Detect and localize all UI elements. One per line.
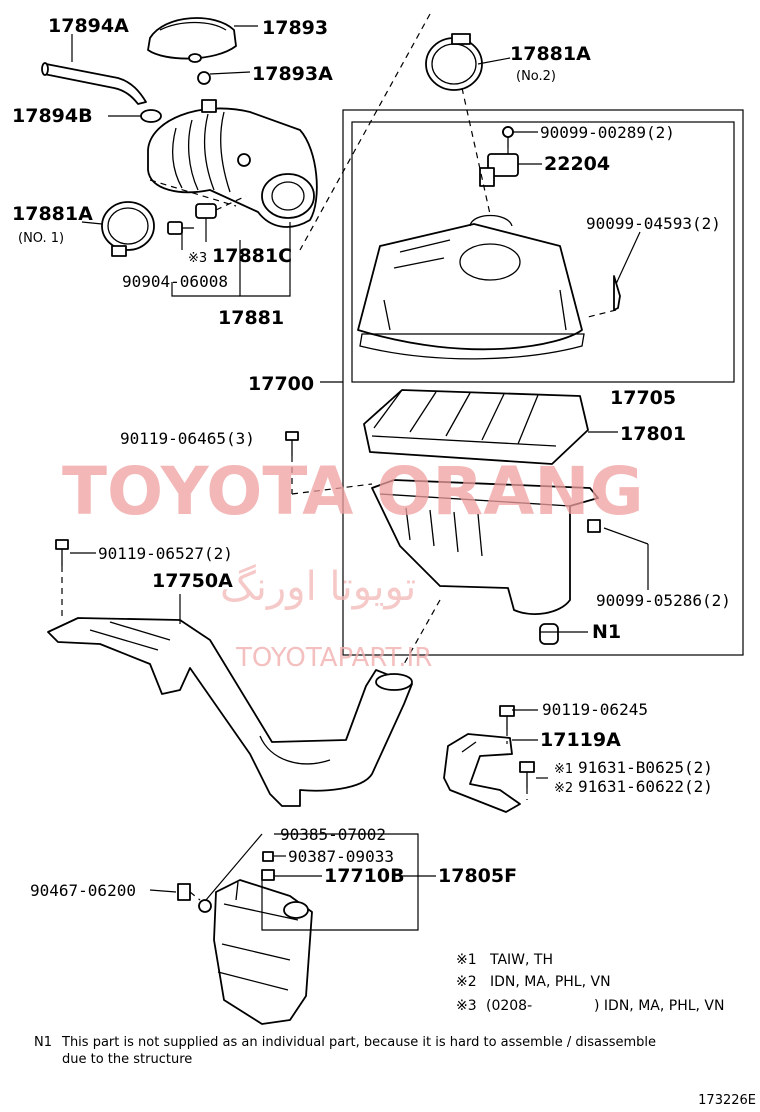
clamp-no1-drawing (101, 201, 155, 257)
clamp-no2-drawing (425, 33, 483, 91)
footnote-line-1: This part is not supplied as an individu… (61, 1035, 656, 1050)
inlet-duct-drawing (47, 617, 413, 807)
watermark-persian: تویوتا اورنگ (220, 564, 416, 610)
bolt-91631-drawing (519, 761, 535, 788)
legend-3-text-a: (0208- (486, 998, 532, 1014)
bolt-90467-drawing (177, 883, 191, 901)
dashed-assembly-lines (61, 13, 617, 901)
label-90904-06008: 90904-06008 (122, 272, 228, 291)
label-N1: N1 (592, 621, 621, 643)
label-17881A-no1-sub: (NO. 1) (18, 231, 64, 246)
grommet-drawing (197, 71, 211, 85)
label-91631-B0625: 91631-B0625(2) (578, 758, 713, 777)
label-17750A: 17750A (152, 570, 233, 592)
mark-3-17881C: ※3 (188, 251, 207, 266)
label-90387-09033: 90387-09033 (288, 847, 394, 866)
label-91631-60622: 91631-60622(2) (578, 777, 713, 796)
legend-1-text: TAIW, TH (489, 952, 553, 968)
footnote-line-2: due to the structure (62, 1052, 192, 1067)
label-90119-06527: 90119-06527(2) (98, 544, 233, 563)
label-90385-07002: 90385-07002 (280, 825, 386, 844)
bolt-90119-06245-drawing (499, 705, 515, 730)
label-17881A-no1: 17881A (12, 203, 93, 225)
label-90467-06200: 90467-06200 (30, 881, 136, 900)
bolt-90119-06527-drawing (55, 539, 69, 566)
watermark-main: TOYOTA ORANG (62, 453, 644, 530)
label-90099-00289: 90099-00289(2) (540, 123, 675, 142)
bracket-drawing (443, 733, 521, 813)
label-90119-06245: 90119-06245 (542, 700, 648, 719)
leader-lines (70, 25, 649, 931)
label-17710B: 17710B (324, 865, 405, 887)
clip-drawing (140, 109, 162, 123)
legend-1-mark: ※1 (456, 952, 477, 968)
bolt-90099-00289-drawing (502, 126, 514, 148)
n1-grommet-drawing (539, 623, 559, 645)
upper-case-drawing (357, 214, 621, 360)
lower-case-drawing (371, 479, 601, 615)
figure-id: 173226E (698, 1093, 756, 1108)
hose-drawing (41, 62, 147, 105)
label-90099-05286: 90099-05286(2) (596, 591, 731, 610)
resonator-cap-drawing (147, 17, 237, 63)
label-17893: 17893 (262, 17, 328, 39)
label-17700: 17700 (248, 373, 314, 395)
upper-case-sub-box (351, 121, 735, 383)
intake-hose-drawing (147, 99, 318, 228)
footnote-n1-label: N1 (34, 1035, 52, 1050)
label-17119A: 17119A (540, 729, 621, 751)
mark-2-91631: ※2 (554, 781, 573, 796)
label-90099-04593: 90099-04593(2) (586, 214, 721, 233)
legend: ※1 TAIW, TH ※2 IDN, MA, PHL, VN ※3 (0208… (456, 952, 724, 1014)
watermark-site: TOYOTAPART.IR (235, 643, 432, 673)
mark-1-91631: ※1 (554, 762, 573, 777)
footnote: N1 This part is not supplied as an indiv… (34, 1035, 656, 1067)
label-17881A-no2: 17881A (510, 43, 591, 65)
label-17805F: 17805F (438, 865, 517, 887)
resonator-drawing (213, 879, 313, 1025)
legend-3-mark: ※3 (456, 998, 477, 1014)
small-clip-drawing (167, 203, 217, 235)
label-17881A-no2-sub: (No.2) (516, 69, 556, 84)
label-17881C: 17881C (212, 245, 292, 267)
label-17893A: 17893A (252, 63, 333, 85)
legend-2-mark: ※2 (456, 974, 477, 990)
label-17881: 17881 (218, 307, 284, 329)
label-17894A: 17894A (48, 15, 129, 37)
label-90119-06465: 90119-06465(3) (120, 429, 255, 448)
small-grommets-drawing (198, 851, 275, 913)
legend-2-text: IDN, MA, PHL, VN (490, 974, 611, 990)
legend-3-text-b: ) IDN, MA, PHL, VN (594, 998, 724, 1014)
label-17894B: 17894B (12, 105, 93, 127)
label-22204: 22204 (544, 153, 610, 175)
filter-element-drawing (363, 389, 589, 465)
label-17705: 17705 (610, 387, 676, 409)
label-17801: 17801 (620, 423, 686, 445)
bolt-90119-06465-drawing (285, 431, 299, 456)
